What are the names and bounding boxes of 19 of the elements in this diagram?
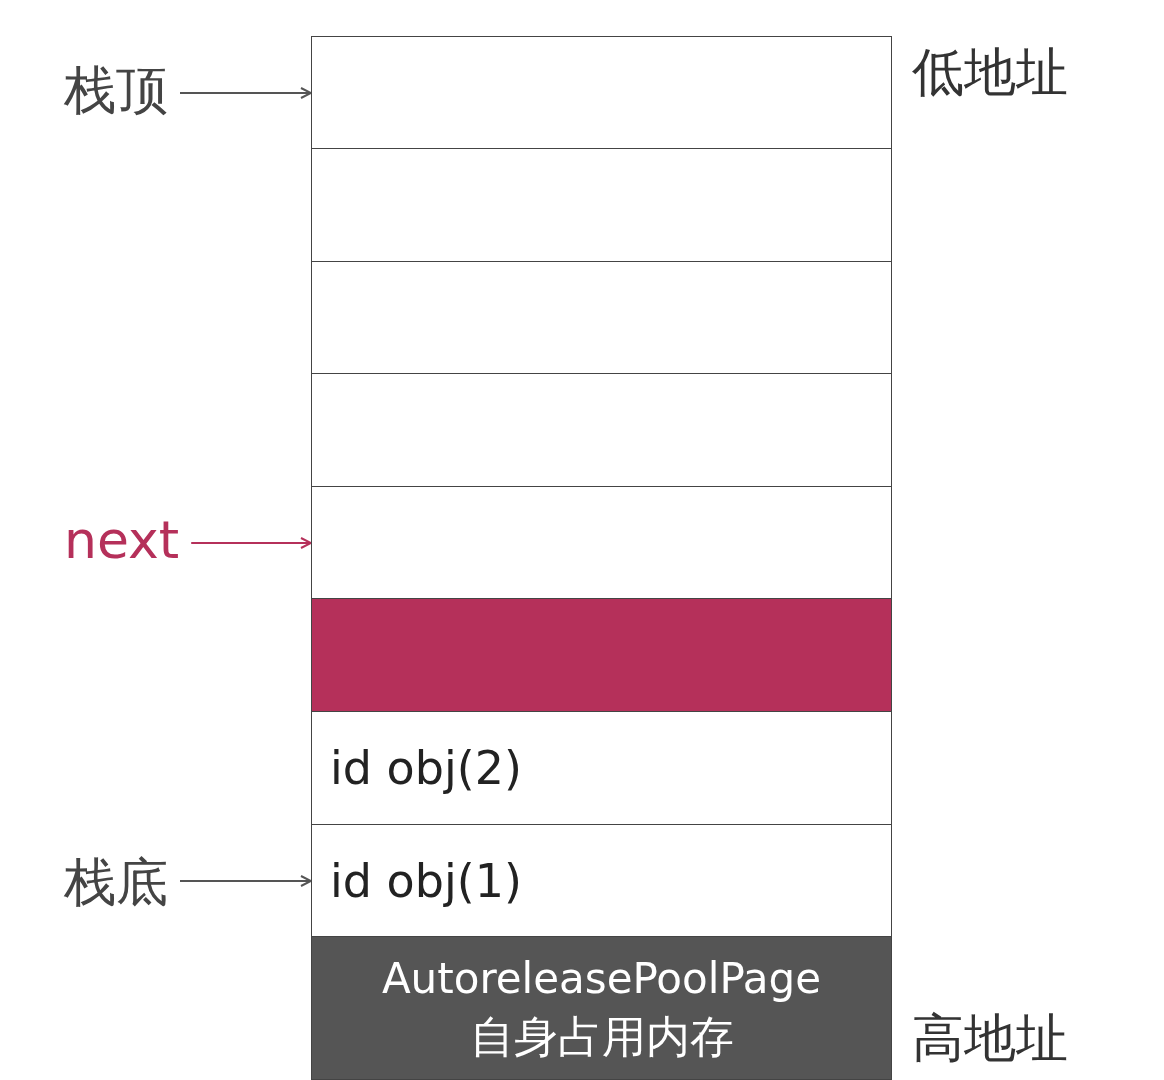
memory-cell xyxy=(311,36,892,150)
cell-text: AutoreleasePoolPage xyxy=(381,953,822,1005)
arrow xyxy=(179,875,312,887)
memory-cell xyxy=(311,486,892,600)
memory-cell xyxy=(311,936,892,1080)
memory-cell xyxy=(311,261,892,375)
stack-label: 栈底 xyxy=(64,852,168,912)
memory-cell xyxy=(311,148,892,262)
memory-cell xyxy=(311,373,892,487)
arrow xyxy=(190,537,312,549)
address-label: 低地址 xyxy=(912,42,1068,102)
arrow xyxy=(179,87,312,99)
address-label: 高地址 xyxy=(912,1008,1068,1068)
cell-text: 自身占用内存 xyxy=(469,1010,734,1064)
memory-cell: id obj(1) xyxy=(311,824,892,938)
stack-label: 栈顶 xyxy=(64,60,168,120)
memory-cell xyxy=(311,598,892,712)
memory-cell: id obj(2) xyxy=(311,711,892,825)
stack-label: next xyxy=(64,510,180,570)
